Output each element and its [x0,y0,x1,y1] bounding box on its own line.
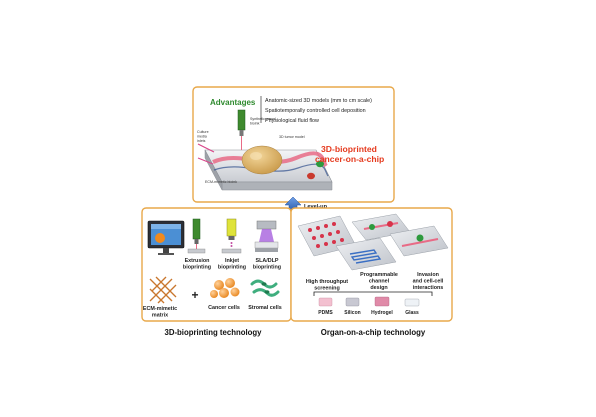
silicon-swatch [345,297,360,307]
invasion-chip-icon [389,225,449,257]
sla-label-line1: SLA/DLP [255,258,278,264]
advantage-item-1: Anatomic-sized 3D models (mm to cm scale… [265,98,372,104]
computer-monitor-icon [147,220,185,255]
substrate-bracket [313,291,433,296]
chip-title-line2: cancer-on-a-chip [315,154,384,164]
vessel-channel [212,151,328,168]
inkjet-label-line2: bioprinting [218,265,246,271]
glass-swatch [404,298,420,307]
inlet-arrow-1 [197,143,215,153]
extrusion-label-line2: bioprinting [183,265,211,271]
tumor-highlight [250,152,262,160]
advantage-item-2: Spatiotemporally controlled cell deposit… [265,108,366,114]
substrate-glass: Glass [405,310,419,316]
inkjet-label-line1: Inkjet [225,258,239,264]
media-label-line2: media [197,135,207,139]
top-panel: Advantages Anatomic-sized 3D models (mm … [192,86,395,203]
stromal-cells-icon [250,279,280,297]
feature-1-line2: screening [314,286,339,292]
cancer-chip-illustration [197,109,333,191]
chip-title-line1: 3D-bioprinted [321,144,377,154]
vessel-label-line1: Synthetic vessel [250,117,276,121]
vessel-label-line2: bioink [250,122,260,126]
tumor-label: 3D tumor model [279,135,305,139]
feature-2-line1: Programmable [360,272,398,278]
right-panel: High throughput screening Programmable c… [290,207,453,322]
hydrogel-swatch [374,296,390,307]
stromal-cells-label: Stromal cells [248,305,282,311]
nozzle-tip [239,130,244,136]
print-nozzle [237,109,246,131]
chip-edge [204,149,223,191]
level-up-label: Level-up [304,204,328,210]
pdms-swatch [318,297,333,307]
advantages-title: Advantages [210,98,256,107]
feature-1-line1: High throughput [306,279,348,285]
sla-dlp-printer-icon [254,220,279,252]
right-panel-caption: Organ-on-a-chip technology [321,328,426,337]
tumor-model [241,145,283,175]
serpentine-chip-icon [335,237,397,271]
cancer-cells-icon [210,278,240,298]
extrusion-label-line1: Extrusion [185,258,210,264]
media-label-line1: Culture [197,130,209,134]
inkjet-printer-icon [221,218,242,254]
ecm-matrix-icon [149,276,177,304]
plus-sign: + [191,288,198,302]
outlet-green [316,160,324,168]
feature-3-line1: Invasion [417,272,439,278]
ecm-channel [213,163,329,177]
substrate-hydrogel: Hydrogel [371,310,393,316]
left-panel: Extrusion bioprinting Inkjet bioprinting… [141,207,292,322]
feature-3-line3: interactions [413,285,444,291]
feature-3-line2: and cell-cell [413,279,444,285]
chip-side [221,181,333,191]
substrate-pdms: PDMS [318,310,333,316]
media-label-line3: inlets [197,139,206,143]
ecm-bioink-label: ECM-mimetic bioink [205,180,237,184]
extrusion-printer-icon [187,218,206,254]
left-panel-caption: 3D-bioprinting technology [164,328,262,337]
cancer-cells-label: Cancer cells [208,305,240,311]
substrate-silicon: Silicon [344,310,360,316]
outlet-red [307,172,315,180]
ecm-matrix-label-line2: matrix [152,313,168,319]
advantage-item-3: Physiological fluid flow [265,118,319,124]
feature-2-line3: design [370,285,387,291]
sla-label-line2: bioprinting [253,265,281,271]
feature-2-line2: channel [369,279,390,285]
inlet-arrow-2 [197,157,214,165]
ecm-matrix-label-line1: ECM-mimetic [143,306,177,312]
